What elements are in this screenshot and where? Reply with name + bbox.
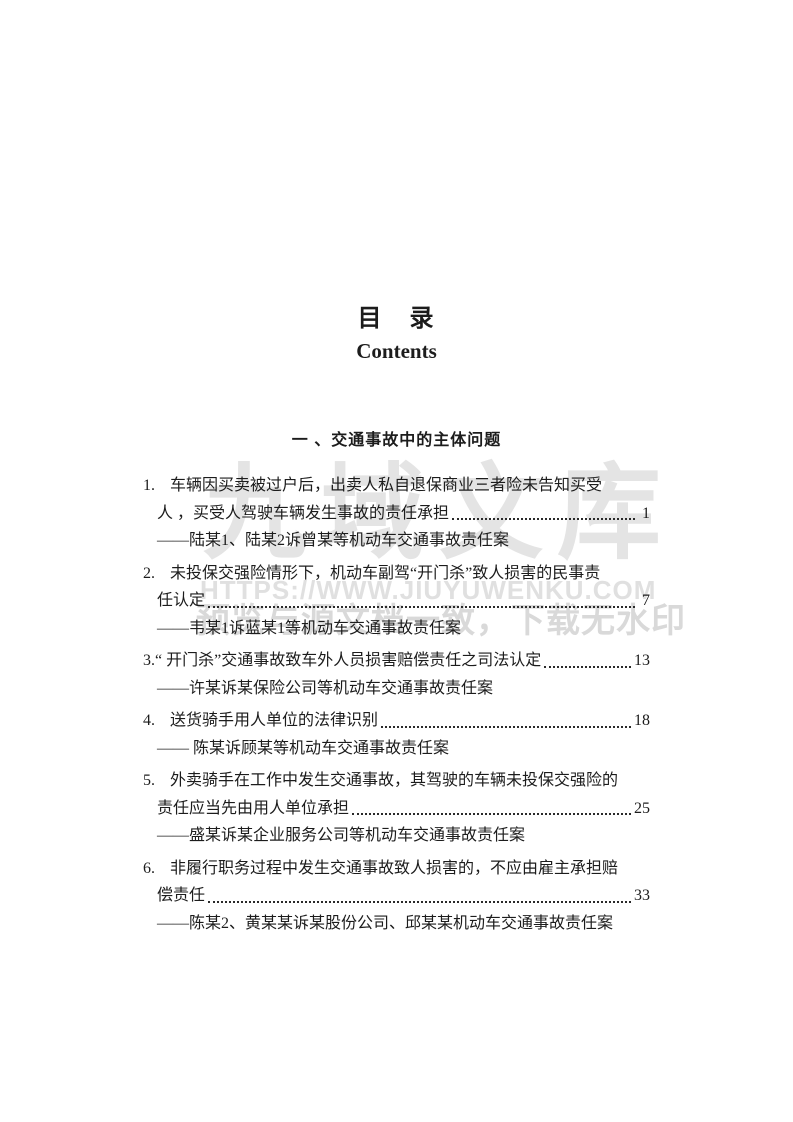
toc-entry-page: 18 — [634, 712, 650, 729]
toc-item-3: 3. “ 开门杀”交通事故致车外人员损害赔偿责任之司法认定 13 ——许某诉某保… — [143, 647, 650, 702]
toc-item-1: 1. 车辆因买卖被过户后，出卖人私自退保商业三者险未告知买受 人 ，买受人驾驶车… — [143, 472, 650, 555]
toc-entry-page: 1 — [642, 504, 650, 522]
toc-entry-page: 25 — [634, 799, 650, 817]
toc-entry-line: 2. 未投保交强险情形下，机动车副驾“开门杀”致人损害的民事责 — [143, 560, 650, 588]
toc-entry-line: 3. “ 开门杀”交通事故致车外人员损害赔偿责任之司法认定 13 — [143, 647, 650, 675]
toc-entry-line: 任认定 7 — [157, 587, 650, 615]
toc-entry-case: —— 陈某诉顾某等机动车交通事故责任案 — [157, 739, 450, 757]
toc-entry-line: 4. 送货骑手用人单位的法律识别 18 — [143, 707, 650, 735]
toc-entry-line: 1. 车辆因买卖被过户后，出卖人私自退保商业三者险未告知买受 — [143, 472, 650, 500]
toc-entry-line: 6. 非履行职务过程中发生交通事故致人损害的，不应由雇主承担赔 — [143, 855, 650, 883]
toc-entry-line: 人 ，买受人驾驶车辆发生事故的责任承担 1 — [157, 500, 650, 528]
dot-leader — [205, 882, 634, 910]
dot-leader — [449, 500, 638, 528]
toc-entry-case: ——许某诉某保险公司等机动车交通事故责任案 — [157, 679, 494, 697]
toc-entry-title-continued: 任认定 — [157, 592, 206, 609]
toc-entry-title: 送货骑手用人单位的法律识别 — [170, 712, 379, 729]
title-block: 目 录 Contents — [0, 304, 793, 364]
toc-entry-title: 未投保交强险情形下，机动车副驾“开门杀”致人损害的民事责 — [170, 564, 601, 582]
toc-list: 1. 车辆因买卖被过户后，出卖人私自退保商业三者险未告知买受 人 ，买受人驾驶车… — [143, 472, 650, 942]
page-title-chinese: 目 录 — [357, 306, 436, 332]
toc-entry-number: 2. — [143, 564, 155, 582]
toc-item-4: 4. 送货骑手用人单位的法律识别 18 —— 陈某诉顾某等机动车交通事故责任案 — [143, 707, 650, 762]
toc-entry-case: ——陈某2、黄某某诉某股份公司、邱某某机动车交通事故责任案 — [157, 914, 614, 932]
toc-entry-page: 33 — [634, 887, 650, 904]
dot-leader — [349, 795, 634, 823]
toc-entry-number: 3. — [143, 652, 155, 669]
dot-leader — [541, 647, 634, 675]
toc-entry-number: 1. — [143, 477, 155, 494]
toc-item-6: 6. 非履行职务过程中发生交通事故致人损害的，不应由雇主承担赔 偿责任 33 —… — [143, 855, 650, 938]
page-title-english: Contents — [356, 339, 437, 363]
toc-entry-case: ——陆某1、陆某2诉曾某等机动车交通事故责任案 — [157, 532, 510, 549]
dot-leader — [205, 587, 638, 615]
toc-item-2: 2. 未投保交强险情形下，机动车副驾“开门杀”致人损害的民事责 任认定 7 ——… — [143, 560, 650, 643]
toc-entry-title: 非履行职务过程中发生交通事故致人损害的，不应由雇主承担赔 — [170, 859, 619, 877]
toc-entry-title: “ 开门杀”交通事故致车外人员损害赔偿责任之司法认定 — [155, 652, 542, 669]
toc-entry-number: 5. — [143, 772, 155, 789]
toc-entry-line: 5. 外卖骑手在工作中发生交通事故，其驾驶的车辆未投保交强险的 — [143, 767, 650, 795]
toc-entry-title: 车辆因买卖被过户后，出卖人私自退保商业三者险未告知买受 — [170, 477, 603, 494]
toc-entry-title: 外卖骑手在工作中发生交通事故，其驾驶的车辆未投保交强险的 — [170, 772, 619, 789]
toc-entry-number: 4. — [143, 712, 155, 729]
toc-entry-case: ——盛某诉某企业服务公司等机动车交通事故责任案 — [157, 827, 526, 844]
toc-entry-title-continued: 责任应当先由用人单位承担 — [157, 799, 350, 817]
toc-entry-case: ——韦某1诉蓝某1等机动车交通事故责任案 — [157, 619, 462, 637]
toc-entry-page: 13 — [634, 652, 650, 669]
dot-leader — [378, 707, 634, 735]
toc-entry-line: 偿责任 33 — [157, 882, 650, 910]
toc-item-5: 5. 外卖骑手在工作中发生交通事故，其驾驶的车辆未投保交强险的 责任应当先由用人… — [143, 767, 650, 850]
toc-entry-number: 6. — [143, 859, 155, 877]
toc-entry-title-continued: 人 ，买受人驾驶车辆发生事故的责任承担 — [157, 504, 450, 522]
section-heading: 一 、交通事故中的主体问题 — [291, 432, 502, 449]
toc-entry-title-continued: 偿责任 — [157, 887, 206, 904]
toc-entry-page: 7 — [642, 592, 650, 609]
toc-entry-line: 责任应当先由用人单位承担 25 — [157, 795, 650, 823]
